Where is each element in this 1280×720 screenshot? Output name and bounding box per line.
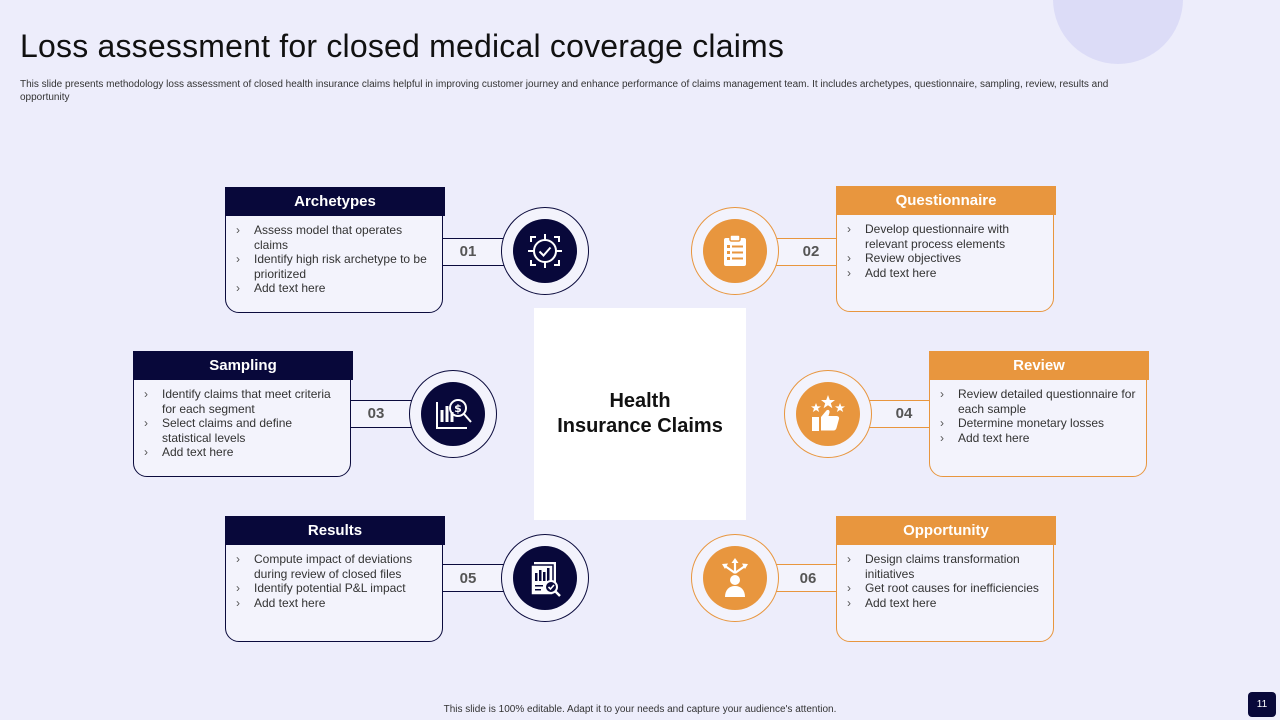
page-number-badge: 11	[1248, 692, 1276, 717]
thumbs-up-stars-icon	[811, 395, 845, 431]
svg-text:$: $	[454, 402, 462, 415]
step-icon-ring-01	[501, 207, 589, 295]
step-bullets-results: Compute impact of deviations during revi…	[234, 552, 434, 610]
step-icon-ring-02	[691, 207, 779, 295]
bullet-item: Identify high risk archetype to be prior…	[234, 252, 434, 281]
step-card-sampling: Sampling Identify claims that meet crite…	[133, 351, 353, 477]
bullet-item: Add text here	[234, 596, 434, 611]
connector-01	[440, 238, 510, 266]
clipboard-checklist-icon	[724, 234, 746, 266]
bullet-item: Identify potential P&L impact	[234, 581, 434, 596]
step-bullets-opportunity: Design claims transformation initiatives…	[845, 552, 1045, 610]
step-number-04: 04	[895, 405, 913, 422]
bullet-item: Compute impact of deviations during revi…	[234, 552, 434, 581]
target-check-icon	[528, 234, 562, 268]
step-number-02: 02	[802, 243, 820, 260]
step-icon-ring-05	[501, 534, 589, 622]
step-bullets-sampling: Identify claims that meet criteria for e…	[142, 387, 342, 460]
bullet-item: Add text here	[142, 445, 342, 460]
footer-note: This slide is 100% editable. Adapt it to…	[443, 704, 837, 715]
step-bullets-archetypes: Assess model that operates claims Identi…	[234, 223, 434, 296]
report-magnifier-icon	[530, 562, 561, 597]
page-subtitle: This slide presents methodology loss ass…	[20, 79, 1109, 103]
step-bullets-review: Review detailed questionnaire for each s…	[938, 387, 1138, 445]
step-title-sampling: Sampling	[133, 351, 353, 380]
person-arrows-icon	[722, 558, 748, 597]
step-icon-ring-03: $	[409, 370, 497, 458]
step-icon-ring-04	[784, 370, 872, 458]
connector-02	[771, 238, 841, 266]
step-title-review: Review	[929, 351, 1149, 380]
bullet-item: Design claims transformation initiatives	[845, 552, 1045, 581]
bullet-item: Review detailed questionnaire for each s…	[938, 387, 1138, 416]
decorative-circle	[1053, 0, 1183, 64]
bullet-item: Select claims and define statistical lev…	[142, 416, 342, 445]
step-number-06: 06	[799, 570, 817, 587]
connector-04	[864, 400, 934, 428]
step-title-questionnaire: Questionnaire	[836, 186, 1056, 215]
bullet-item: Add text here	[938, 431, 1138, 446]
bullet-item: Assess model that operates claims	[234, 223, 434, 252]
bullet-item: Develop questionnaire with relevant proc…	[845, 222, 1045, 251]
step-number-03: 03	[367, 405, 385, 422]
bullet-item: Review objectives	[845, 251, 1045, 266]
dollar-chart-magnifier-icon: $	[436, 399, 472, 429]
connector-06	[771, 564, 841, 592]
bullet-item: Add text here	[845, 266, 1045, 281]
bullet-item: Determine monetary losses	[938, 416, 1138, 431]
step-title-results: Results	[225, 516, 445, 545]
step-card-questionnaire: Questionnaire Develop questionnaire with…	[836, 186, 1056, 312]
connector-05	[440, 564, 510, 592]
step-card-archetypes: Archetypes Assess model that operates cl…	[225, 187, 445, 313]
connector-03	[347, 400, 417, 428]
center-topic-line1: Health	[609, 390, 671, 412]
step-card-results: Results Compute impact of deviations dur…	[225, 516, 445, 642]
bullet-item: Add text here	[845, 596, 1045, 611]
step-number-05: 05	[459, 570, 477, 587]
bullet-item: Identify claims that meet criteria for e…	[142, 387, 342, 416]
bullet-item: Add text here	[234, 281, 434, 296]
step-card-opportunity: Opportunity Design claims transformation…	[836, 516, 1056, 642]
step-bullets-questionnaire: Develop questionnaire with relevant proc…	[845, 222, 1045, 280]
step-title-opportunity: Opportunity	[836, 516, 1056, 545]
step-title-archetypes: Archetypes	[225, 187, 445, 216]
step-card-review: Review Review detailed questionnaire for…	[929, 351, 1149, 477]
page-title: Loss assessment for closed medical cover…	[20, 28, 785, 64]
bullet-item: Get root causes for inefficiencies	[845, 581, 1045, 596]
center-topic-line2: Insurance Claims	[557, 415, 723, 437]
step-icon-ring-06	[691, 534, 779, 622]
step-number-01: 01	[459, 243, 477, 260]
